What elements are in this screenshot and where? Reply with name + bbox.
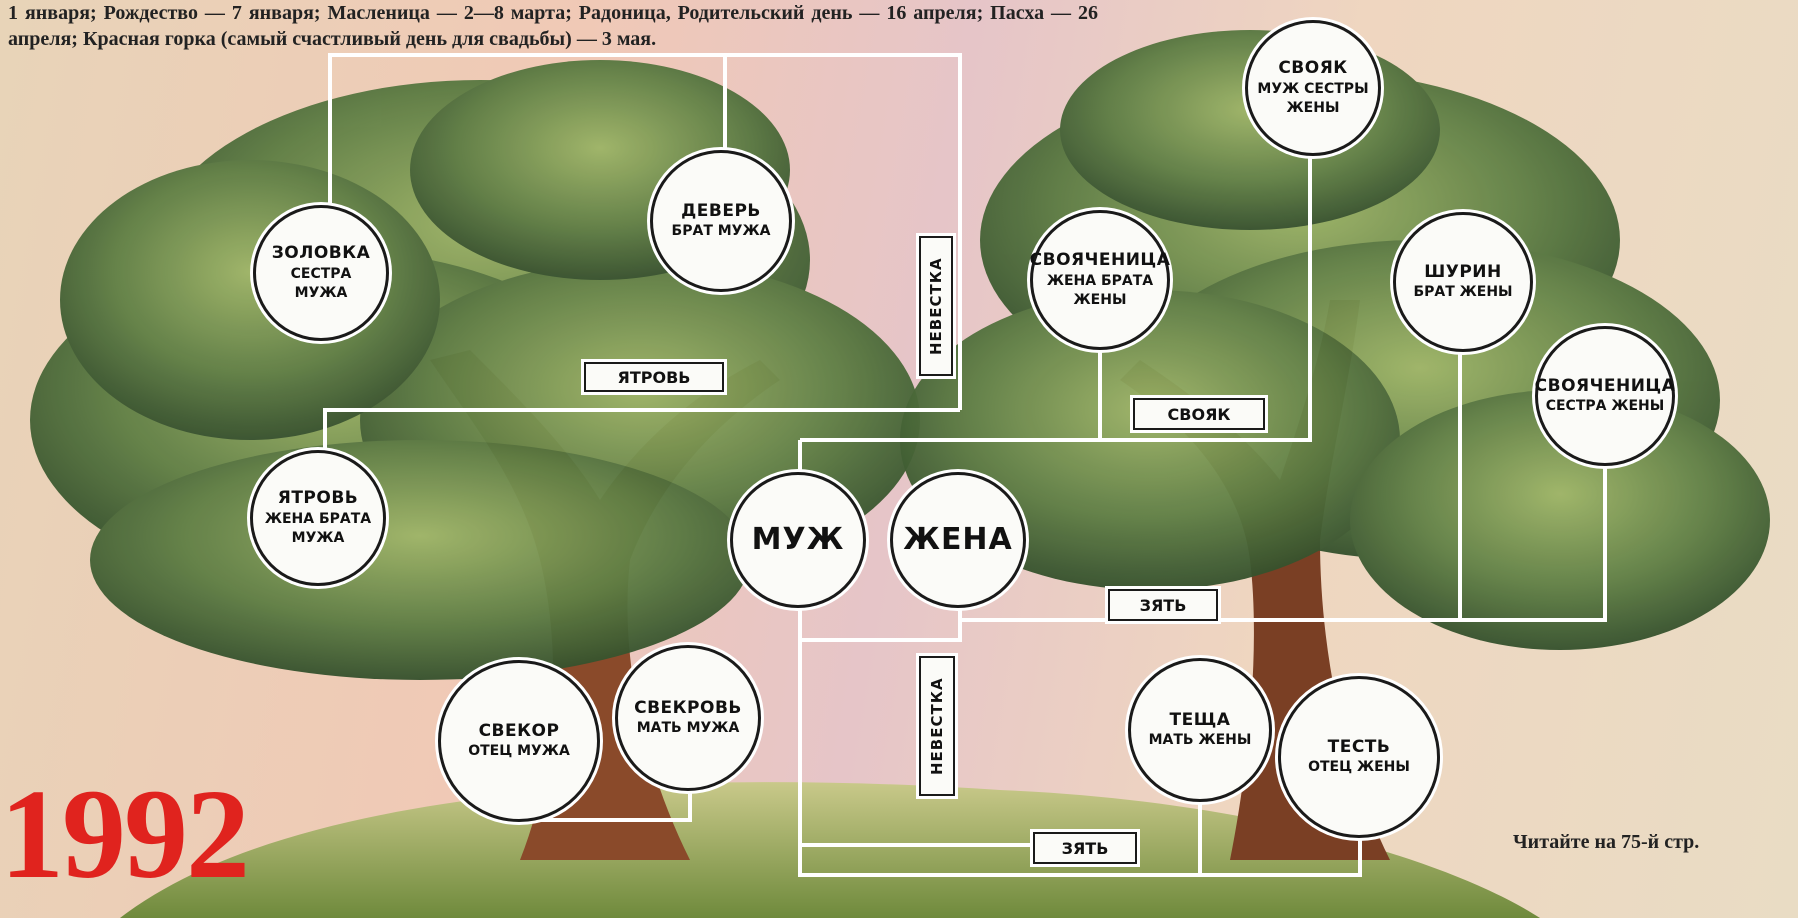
node-yatrov: ЯТРОВЬ ЖЕНА БРАТА МУЖА — [250, 450, 386, 586]
tag-yatrov: ЯТРОВЬ — [584, 362, 724, 392]
node-test: ТЕСТЬ ОТЕЦ ЖЕНЫ — [1278, 676, 1440, 838]
node-title: СВЕКРОВЬ — [634, 697, 742, 718]
node-title: СВЕКОР — [478, 720, 560, 741]
node-title: СВОЯЧЕНИЦА — [1534, 375, 1676, 396]
node-subtitle: ЖЕНА БРАТА ЖЕНЫ — [1046, 272, 1154, 308]
tag-nevestka-bottom: НЕВЕСТКА — [919, 656, 955, 796]
node-svekrov: СВЕКРОВЬ МАТЬ МУЖА — [615, 645, 761, 791]
node-svoyachenitsa-sister: СВОЯЧЕНИЦА СЕСТРА ЖЕНЫ — [1535, 326, 1675, 466]
node-subtitle: МАТЬ ЖЕНЫ — [1148, 732, 1252, 749]
tag-zyat-mid: ЗЯТЬ — [1108, 589, 1218, 621]
node-title: ЯТРОВЬ — [277, 488, 359, 509]
node-subtitle: ЖЕНА БРАТА МУЖА — [264, 510, 372, 546]
node-title: ДЕВЕРЬ — [681, 200, 761, 221]
node-dever: ДЕВЕРЬ БРАТ МУЖА — [650, 150, 792, 292]
node-svoyachenitsa-brother-wife: СВОЯЧЕНИЦА ЖЕНА БРАТА ЖЕНЫ — [1030, 210, 1170, 350]
node-subtitle: ОТЕЦ МУЖА — [468, 743, 570, 760]
node-title: СВОЯК — [1278, 58, 1348, 79]
year-label: 1992 — [0, 763, 250, 905]
grass-hill — [120, 782, 1540, 918]
node-svekor: СВЕКОР ОТЕЦ МУЖА — [438, 660, 600, 822]
node-subtitle: МАТЬ МУЖА — [636, 720, 740, 737]
node-title: ТЕСТЬ — [1327, 736, 1391, 757]
node-subtitle: БРАТ ЖЕНЫ — [1413, 284, 1513, 301]
node-title: ЖЕНА — [903, 522, 1013, 558]
read-more-note: Читайте на 75-й стр. — [1513, 831, 1700, 853]
tag-zyat-bottom: ЗЯТЬ — [1033, 832, 1137, 864]
node-subtitle: ОТЕЦ ЖЕНЫ — [1308, 759, 1410, 776]
node-zhena: ЖЕНА — [890, 472, 1026, 608]
node-subtitle: СЕСТРА МУЖА — [290, 265, 352, 301]
left-foliage — [30, 60, 920, 680]
node-subtitle: МУЖ СЕСТРЫ ЖЕНЫ — [1257, 80, 1369, 116]
tag-nevestka-top: НЕВЕСТКА — [919, 236, 953, 376]
node-shurin: ШУРИН БРАТ ЖЕНЫ — [1393, 212, 1533, 352]
node-title: ТЕЩА — [1169, 709, 1231, 730]
node-title: СВОЯЧЕНИЦА — [1029, 250, 1171, 271]
header-text: 1 января; Рождество — 7 января; Маслениц… — [8, 2, 1098, 50]
node-muzh: МУЖ — [730, 472, 866, 608]
tag-svoyak: СВОЯК — [1133, 398, 1265, 430]
node-teshcha: ТЕЩА МАТЬ ЖЕНЫ — [1128, 658, 1272, 802]
node-subtitle: БРАТ МУЖА — [671, 223, 771, 240]
node-zolovka: ЗОЛОВКА СЕСТРА МУЖА — [253, 205, 389, 341]
node-title: МУЖ — [751, 522, 845, 558]
node-title: ШУРИН — [1424, 261, 1502, 282]
node-svoyak: СВОЯК МУЖ СЕСТРЫ ЖЕНЫ — [1245, 20, 1381, 156]
node-title: ЗОЛОВКА — [271, 243, 371, 264]
node-subtitle: СЕСТРА ЖЕНЫ — [1545, 398, 1665, 415]
